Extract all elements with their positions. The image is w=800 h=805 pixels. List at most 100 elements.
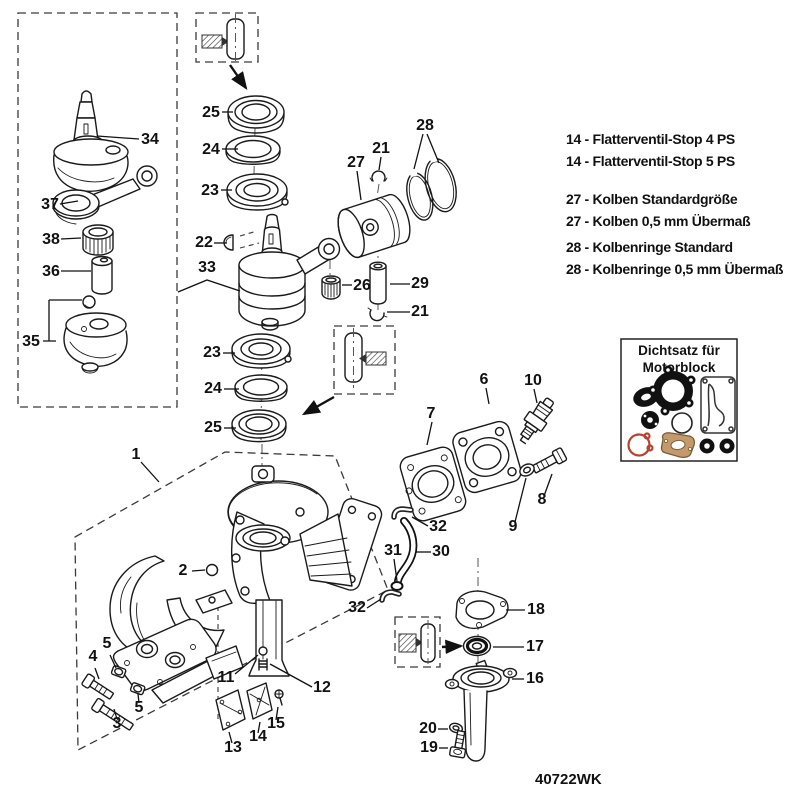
callout-22: 22 [195, 234, 213, 251]
exhaust-plate-gasket [700, 376, 736, 434]
callout-27: 27 [347, 154, 365, 171]
callout-10: 10 [524, 372, 542, 389]
part-23-ball-bearing-low [231, 333, 292, 369]
seal-install-icon-top [201, 14, 248, 90]
part-24-ring-top [225, 135, 281, 165]
part-36-crank-pin [91, 255, 113, 295]
callout-5: 5 [135, 699, 144, 716]
callout-36: 36 [42, 263, 60, 280]
callout-12: 12 [313, 679, 331, 696]
callout-9: 9 [509, 518, 518, 535]
callout-21: 21 [372, 140, 390, 157]
legend-line-14---flatterventil-stop-4-ps: 14 - Flatterventil-Stop 4 PS [566, 131, 735, 147]
head-gasket-item [648, 365, 696, 416]
part-18-gasket [455, 590, 509, 630]
part-4-bolt [81, 673, 114, 700]
callout-32: 32 [429, 518, 447, 535]
part-26-needle-bearing [321, 275, 341, 300]
legend: 14 - Flatterventil-Stop 4 PS 14 - Flatter… [566, 131, 784, 277]
part-21-circlip-bottom [367, 307, 388, 322]
part-6-cylinder-head [452, 420, 522, 494]
callout-24: 24 [202, 141, 220, 158]
part-31-clamp [390, 581, 404, 591]
callout-34: 34 [141, 131, 159, 148]
callout-3: 3 [113, 715, 122, 732]
part-code: 40722WK [535, 771, 602, 788]
callout-7: 7 [427, 405, 436, 422]
part-14-reed-stop [246, 682, 273, 720]
part-37-connecting-rod [52, 165, 158, 225]
part-13-reed-plate [215, 689, 246, 731]
callout-24: 24 [204, 380, 222, 397]
leader-lines [43, 111, 553, 749]
callout-38: 38 [42, 231, 60, 248]
callout-14: 14 [249, 728, 267, 745]
callout-1: 1 [132, 446, 141, 463]
part-32-fitting-upper [391, 506, 414, 520]
paper-carb-gasket [660, 432, 695, 459]
legend-line-28---kolbenringe-standard: 28 - Kolbenringe Standard [566, 239, 733, 255]
legend-line-27---kolben-0,5-mm-übermaß: 27 - Kolben 0,5 mm Übermaß [566, 213, 751, 229]
callout-26: 26 [353, 277, 371, 294]
part-21-circlip-top [369, 170, 388, 182]
legend-line-27---kolben-standardgröße: 27 - Kolben Standardgröße [566, 191, 738, 207]
callout-23: 23 [201, 182, 219, 199]
part-34-crankshaft-top-half [53, 90, 129, 192]
part-35-ball [82, 295, 96, 309]
part-25-oil-seal-low [231, 409, 287, 443]
callout-17: 17 [526, 638, 544, 655]
part-35-crankshaft-bottom-half [63, 312, 128, 374]
callout-11: 11 [218, 669, 235, 686]
red-ring-gasket [627, 432, 654, 457]
part-19-bolt [449, 729, 467, 759]
part-38-needle-bearing [82, 224, 114, 256]
part-17-seal [462, 635, 492, 657]
part-2-plug [205, 563, 219, 577]
part-12-spring [258, 658, 268, 671]
callout-30: 30 [432, 543, 450, 560]
seal-detail-box-top [195, 12, 259, 63]
seal-install-icon-mid [301, 328, 387, 416]
legend-line-28---kolbenringe-0,5-mm-überma: 28 - Kolbenringe 0,5 mm Übermaß [566, 261, 784, 277]
crankcase-cover [109, 555, 233, 654]
callout-16: 16 [526, 670, 544, 687]
part-32-fitting-lower [379, 589, 402, 603]
callout-25: 25 [202, 104, 220, 121]
callout-21: 21 [411, 303, 429, 320]
part-30-hose [394, 517, 418, 585]
part-24-ring-low [234, 374, 288, 402]
callout-35: 35 [22, 333, 40, 350]
callout-25: 25 [204, 419, 222, 436]
part-10-spark-plug [519, 397, 554, 445]
part-33-crankshaft-assembly [238, 213, 341, 331]
part-29-piston-pin [369, 261, 387, 305]
part-15-screw [274, 689, 284, 706]
callout-18: 18 [527, 601, 545, 618]
part-28-piston-rings [406, 155, 457, 221]
part-11-check-ball [258, 646, 268, 656]
callout-33: 33 [198, 259, 216, 276]
round-seals [699, 438, 735, 454]
gasket-kit-title-line2: Motorblock [643, 360, 716, 375]
part-22-woodruff-key [223, 230, 260, 251]
seal-detail-box-mid [333, 325, 396, 395]
crankshaft-group-box [17, 12, 178, 408]
callout-28: 28 [416, 117, 434, 134]
carburetor-mount-flange [112, 618, 244, 704]
callout-31: 31 [384, 542, 402, 559]
callout-5: 5 [103, 635, 112, 652]
callout-8: 8 [538, 491, 547, 508]
callout-37: 37 [41, 196, 59, 213]
callout-23: 23 [203, 344, 221, 361]
callout-13: 13 [224, 739, 242, 756]
part-9-washer [519, 463, 535, 477]
part-7-head-gasket [399, 446, 467, 522]
part-8-bolt [531, 447, 568, 474]
part-5-nut-b [129, 682, 146, 696]
callout-20: 20 [419, 720, 437, 737]
callout-6: 6 [480, 371, 489, 388]
legend-line-14---flatterventil-stop-5-ps: 14 - Flatterventil-Stop 5 PS [566, 153, 735, 169]
